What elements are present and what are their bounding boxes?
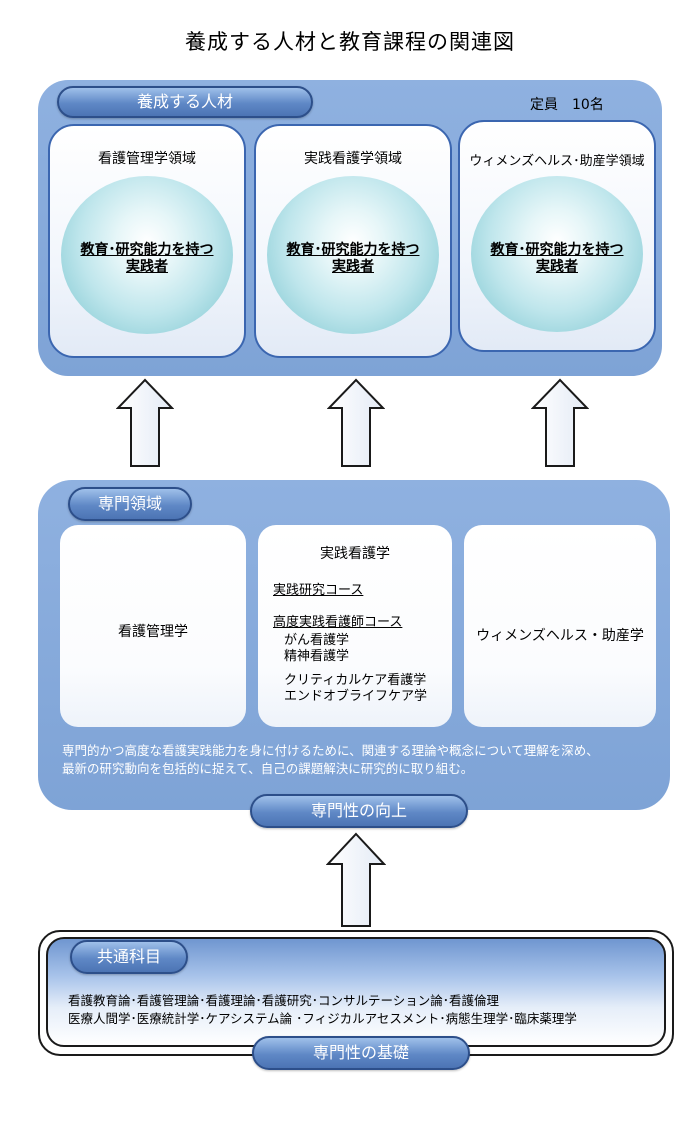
sphere-text: 教育･研究能力を持つ 実践者	[286, 242, 420, 275]
card-heading: ウィメンズヘルス･助産学領域	[469, 154, 645, 169]
course-jissen-kenkyu: 実践研究コース	[273, 583, 364, 598]
sphere: 教育･研究能力を持つ 実践者	[471, 176, 643, 332]
up-arrow-icon	[327, 378, 385, 468]
page-title: 養成する人材と教育課程の関連図	[185, 30, 515, 54]
kyotsu-label: 共通科目	[70, 940, 188, 974]
kyotsu-subjects-line1: 看護教育論･看護管理論･看護理論･看護研究･コンサルテーション論･看護倫理	[68, 993, 500, 1008]
card-heading: 看護管理学領域	[98, 151, 196, 167]
kyotsu-subjects-line2: 医療人間学･医療統計学･ケアシステム論 ･フィジカルアセスメント･病態生理学･臨…	[68, 1011, 577, 1026]
senmon-box-kango-kanri: 看護管理学	[60, 525, 246, 727]
box-title: ウィメンズヘルス・助産学	[476, 628, 644, 644]
jinzai-card-kango-kanri: 看護管理学領域 教育･研究能力を持つ 実践者	[48, 124, 246, 358]
senmon-bottom-label: 専門性の向上	[250, 794, 468, 828]
sphere-text: 教育･研究能力を持つ 実践者	[80, 242, 214, 275]
up-arrow-icon	[116, 378, 174, 468]
senmon-box-womens-health: ウィメンズヘルス・助産学	[464, 525, 656, 727]
jinzai-card-womens-health: ウィメンズヘルス･助産学領域 教育･研究能力を持つ 実践者	[458, 120, 656, 352]
senmon-label: 専門領域	[68, 487, 192, 521]
capacity-text: 定員 10名	[530, 97, 604, 113]
course-item: がん看護学	[284, 633, 350, 648]
kyotsu-bottom-label: 専門性の基礎	[252, 1036, 470, 1070]
box-title: 実践看護学	[320, 546, 390, 562]
card-heading: 実践看護学領域	[304, 151, 402, 167]
course-kodo-jissen: 高度実践看護師コース	[273, 615, 403, 630]
sphere-text: 教育･研究能力を持つ 実践者	[490, 242, 624, 275]
course-item: 精神看護学	[284, 649, 350, 664]
course-item: クリティカルケア看護学	[284, 673, 427, 688]
senmon-box-jissen-kango: 実践看護学 実践研究コース 高度実践看護師コース がん看護学 精神看護学 クリテ…	[258, 525, 452, 727]
jinzai-card-jissen-kango: 実践看護学領域 教育･研究能力を持つ 実践者	[254, 124, 452, 358]
course-item: エンドオブライフケア学	[284, 689, 428, 704]
up-arrow-icon	[326, 832, 386, 928]
senmon-description-line2: 最新の研究動向を包括的に捉えて、自己の課題解決に研究的に取り組む。	[62, 761, 474, 776]
sphere: 教育･研究能力を持つ 実践者	[267, 176, 439, 334]
jinzai-label: 養成する人材	[57, 86, 313, 118]
up-arrow-icon	[531, 378, 589, 468]
senmon-description-line1: 専門的かつ高度な看護実践能力を身に付けるために、関連する理論や概念について理解を…	[62, 743, 599, 758]
sphere: 教育･研究能力を持つ 実践者	[61, 176, 233, 334]
box-title: 看護管理学	[118, 624, 188, 640]
